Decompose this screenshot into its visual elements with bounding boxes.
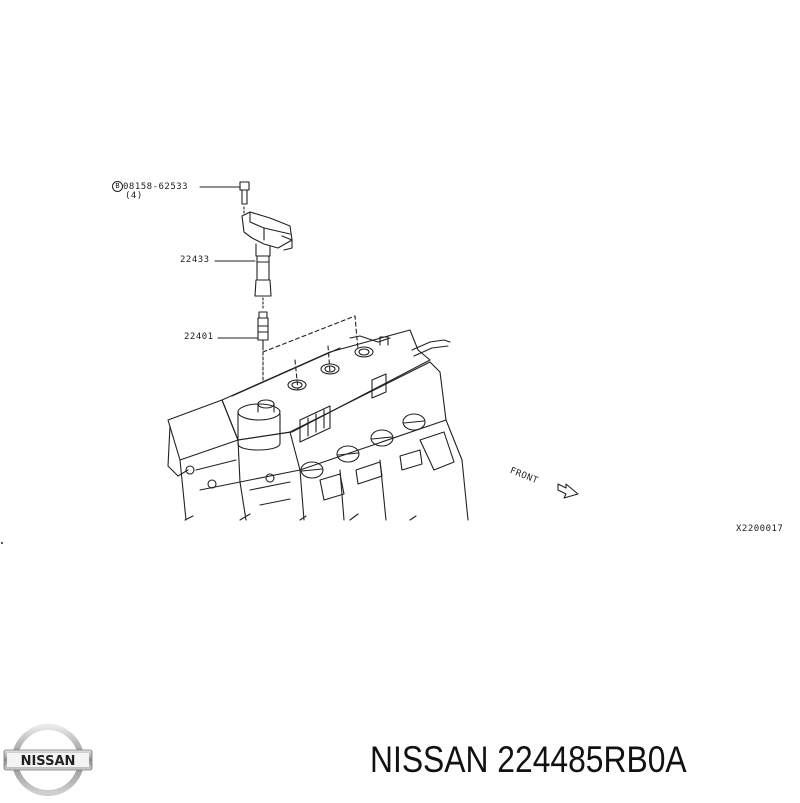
nissan-logo: NISSAN (2, 722, 94, 798)
callout-ignition-coil: 22433 (180, 255, 210, 265)
bolt-symbol-icon: B (112, 181, 123, 192)
logo-text: NISSAN (21, 754, 76, 769)
part-caption: NISSAN 224485RB0A (370, 739, 687, 780)
callout-bolt-quantity: (4) (125, 191, 143, 201)
diagram-reference-code: X2200017 (736, 524, 784, 534)
callout-bolt-part-number: 08158-62533 (123, 182, 189, 192)
nissan-emblem-icon: NISSAN (3, 724, 93, 796)
callout-spark-plug: 22401 (184, 332, 214, 342)
